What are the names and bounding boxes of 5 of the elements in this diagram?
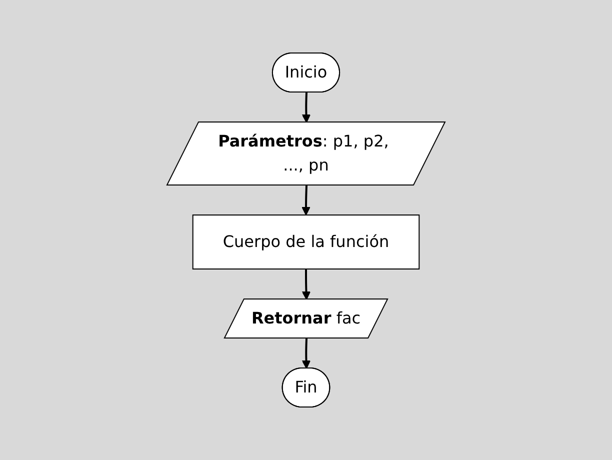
node-box — [192, 214, 420, 270]
arrow — [302, 185, 310, 216]
arrow — [302, 92, 311, 123]
arrow — [302, 269, 311, 300]
arrow — [302, 338, 311, 369]
